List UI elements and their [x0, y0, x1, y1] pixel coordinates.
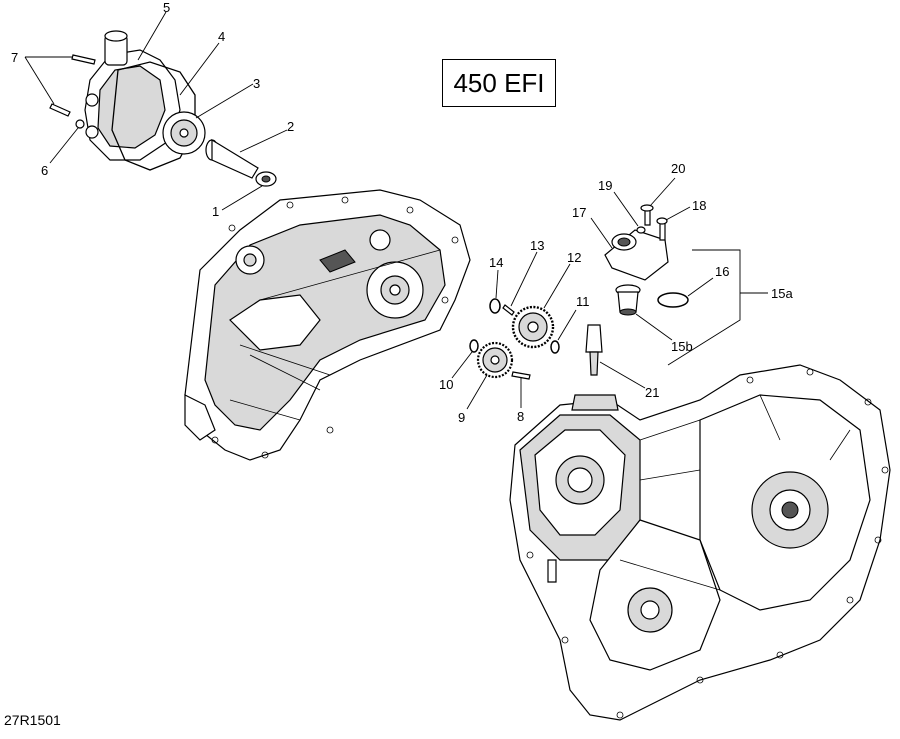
- callout-2: 2: [287, 119, 294, 134]
- gear-9: [476, 341, 514, 379]
- thermostat-seal: [657, 292, 689, 308]
- ring-14: [489, 298, 501, 314]
- callout-17: 17: [572, 205, 586, 220]
- callout-12: 12: [567, 250, 581, 265]
- pin-13: [502, 304, 515, 316]
- callout-14: 14: [489, 255, 503, 270]
- callout-9: 9: [458, 410, 465, 425]
- shaft-seal: [255, 171, 277, 187]
- washer-19: [636, 226, 646, 234]
- callout-20: 20: [671, 161, 685, 176]
- temperature-sensor: [585, 324, 603, 376]
- leader-lines: [24, 11, 768, 410]
- circlip-10: [469, 339, 479, 353]
- callout-19: 19: [598, 178, 612, 193]
- pin-8: [511, 371, 531, 380]
- pump-shaft: [205, 138, 259, 179]
- callout-15b: 15b: [671, 339, 693, 354]
- callout-5: 5: [163, 0, 170, 15]
- screw-20: [640, 204, 654, 226]
- callout-18: 18: [692, 198, 706, 213]
- thermostat: [615, 284, 641, 316]
- callout-4: 4: [218, 29, 225, 44]
- callout-7: 7: [11, 50, 18, 65]
- callout-21: 21: [645, 385, 659, 400]
- callout-1: 1: [212, 204, 219, 219]
- model-title: 450 EFI: [453, 67, 545, 98]
- callout-3: 3: [253, 76, 260, 91]
- callout-11: 11: [576, 294, 590, 309]
- callout-13: 13: [530, 238, 544, 253]
- engine-assembly: [509, 364, 891, 721]
- callout-15a: 15a: [771, 286, 793, 301]
- washer-6: [75, 119, 85, 129]
- callout-6: 6: [41, 163, 48, 178]
- callout-8: 8: [517, 409, 524, 424]
- impeller: [162, 111, 206, 155]
- callout-10: 10: [439, 377, 453, 392]
- screw-18: [656, 217, 668, 241]
- crankcase-left-half: [184, 189, 471, 461]
- thermostat-housing: [604, 229, 669, 281]
- diagram-reference-code: 27R1501: [4, 712, 61, 728]
- callout-16: 16: [715, 264, 729, 279]
- screws-7: [49, 54, 96, 117]
- gear-12: [511, 305, 555, 349]
- circlip-11: [550, 340, 560, 354]
- model-title-box: 450 EFI: [442, 59, 556, 107]
- callout-labels: 1 2 3 4 5 6 7 8 9 10 11 12 13 14 15a 15b…: [11, 0, 793, 425]
